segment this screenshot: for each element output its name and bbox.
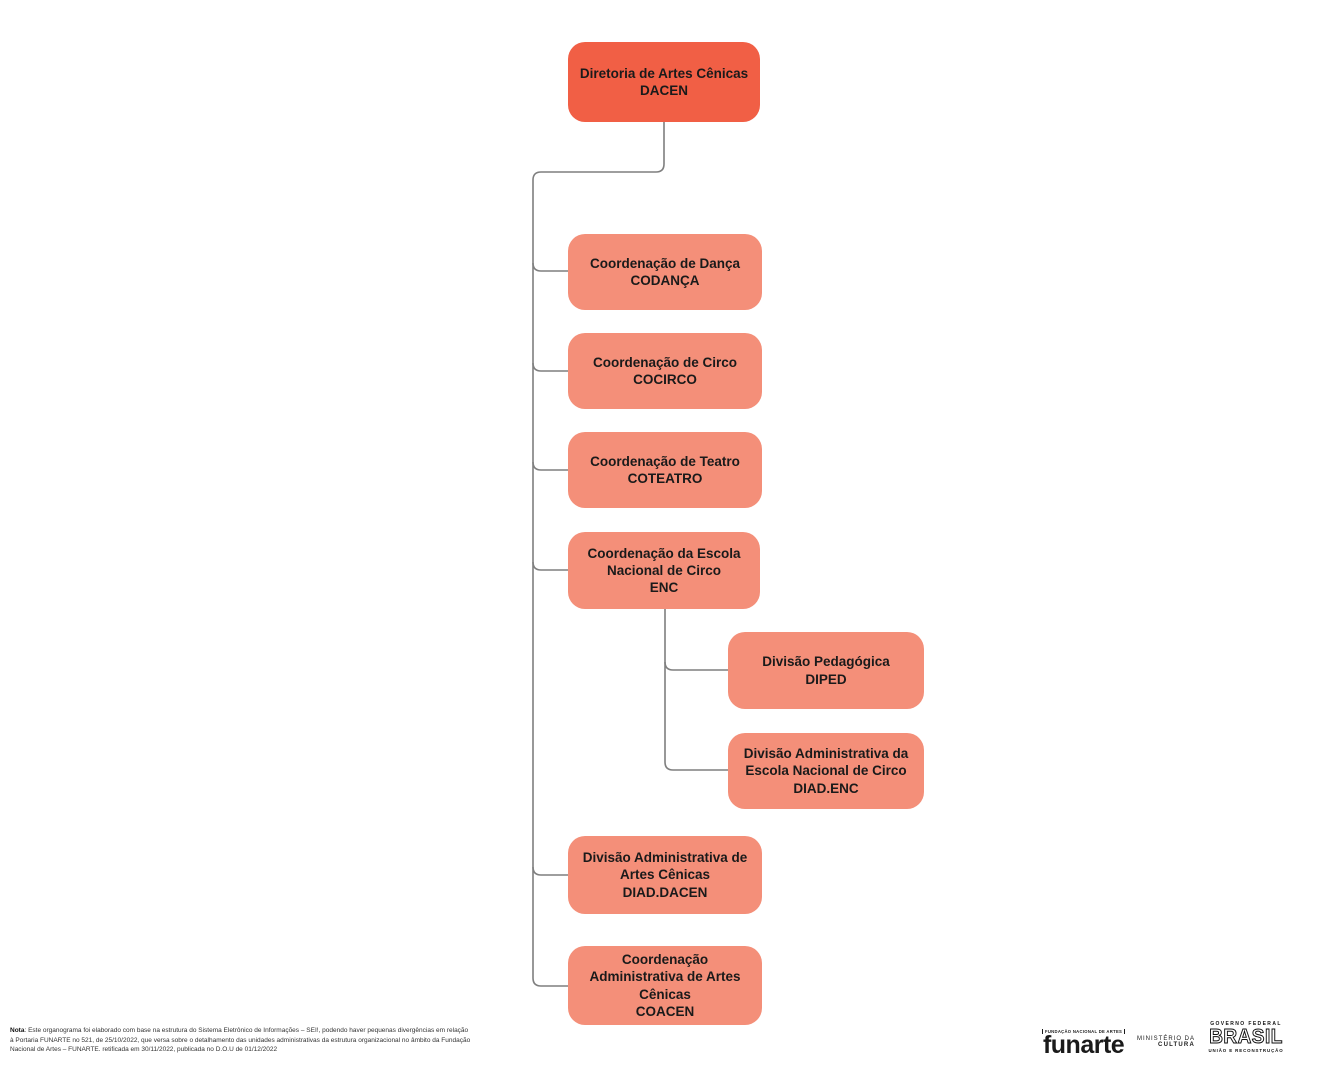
connector-branch-codanca: [532, 262, 568, 272]
org-node-title: Coordenação Administrativa de Artes Cêni…: [589, 951, 741, 1002]
org-node-title: Divisão Administrativa de Artes Cênicas: [582, 850, 748, 883]
org-node-acronym: DIAD.ENC: [793, 780, 859, 796]
footnote-label: Nota: [10, 1027, 25, 1034]
org-node-acronym: CODANÇA: [630, 273, 700, 288]
ministerio-line2: CULTURA: [1158, 1042, 1195, 1048]
org-node-title: Divisão Pedagógica: [762, 654, 890, 670]
footnote-text: : Este organograma foi elaborado com bas…: [10, 1027, 471, 1053]
org-node-codanca: Coordenação de Dança CODANÇA: [568, 234, 762, 310]
org-node-dacen: Diretoria de Artes Cênicas DACEN: [568, 42, 760, 122]
org-node-title: Coordenação de Teatro: [590, 453, 740, 469]
connector-branch-diped: [664, 661, 728, 671]
connector-branch-coteatro: [532, 461, 568, 471]
governo-top-label: GOVERNO FEDERAL: [1210, 1021, 1282, 1027]
org-node-title: Divisão Administrativa da Escola Naciona…: [743, 746, 909, 779]
footer-logos: FUNDAÇÃO NACIONAL DE ARTES funarte MINIS…: [1042, 1020, 1292, 1070]
org-node-acronym: COACEN: [635, 1003, 695, 1019]
footnote: Nota: Este organograma foi elaborado com…: [10, 1026, 472, 1055]
connector-trunk: [532, 122, 665, 987]
org-node-title: Coordenação de Dança: [589, 255, 741, 271]
org-node-acronym: ENC: [649, 580, 679, 596]
org-node-enc: Coordenação da Escola Nacional de Circo …: [568, 532, 760, 609]
ministerio-line1: MINISTÉRIO DA: [1137, 1036, 1196, 1042]
connector-subtrunk-enc: [664, 609, 728, 771]
funarte-logo: FUNDAÇÃO NACIONAL DE ARTES funarte: [1042, 1029, 1126, 1059]
connector-branch-diad-dacen: [532, 866, 568, 876]
org-node-title: Coordenação da Escola Nacional de Circo: [587, 545, 741, 578]
org-node-acronym: COTEATRO: [627, 471, 703, 486]
org-node-acronym: DACEN: [639, 83, 688, 98]
org-node-title: Coordenação de Circo: [592, 354, 738, 370]
brasil-wordmark: BRASIL: [1209, 1026, 1283, 1048]
funarte-wordmark: funarte: [1042, 1031, 1125, 1059]
funarte-tagline: FUNDAÇÃO NACIONAL DE ARTES: [1042, 1029, 1126, 1034]
org-node-title: Diretoria de Artes Cênicas: [579, 65, 749, 81]
org-node-coteatro: Coordenação de Teatro COTEATRO: [568, 432, 762, 508]
org-node-diped: Divisão Pedagógica DIPED: [728, 632, 924, 709]
org-node-acronym: DIAD.DACEN: [622, 884, 708, 900]
connector-branch-cocirco: [532, 362, 568, 372]
governo-bottom-label: UNIÃO E RECONSTRUÇÃO: [1208, 1048, 1284, 1053]
connector-branch-enc: [532, 561, 568, 571]
org-node-acronym: COCIRCO: [633, 372, 697, 387]
org-node-cocirco: Coordenação de Circo COCIRCO: [568, 333, 762, 409]
org-node-diad-dacen: Divisão Administrativa de Artes Cênicas …: [568, 836, 762, 914]
org-node-coacen: Coordenação Administrativa de Artes Cêni…: [568, 946, 762, 1025]
org-node-acronym: DIPED: [805, 671, 847, 687]
ministerio-cultura-logo: MINISTÉRIO DA CULTURA: [1137, 1036, 1195, 1048]
org-node-diad-enc: Divisão Administrativa da Escola Naciona…: [728, 733, 924, 809]
governo-federal-logo: GOVERNO FEDERAL BRASIL UNIÃO E RECONSTRU…: [1203, 1021, 1289, 1053]
